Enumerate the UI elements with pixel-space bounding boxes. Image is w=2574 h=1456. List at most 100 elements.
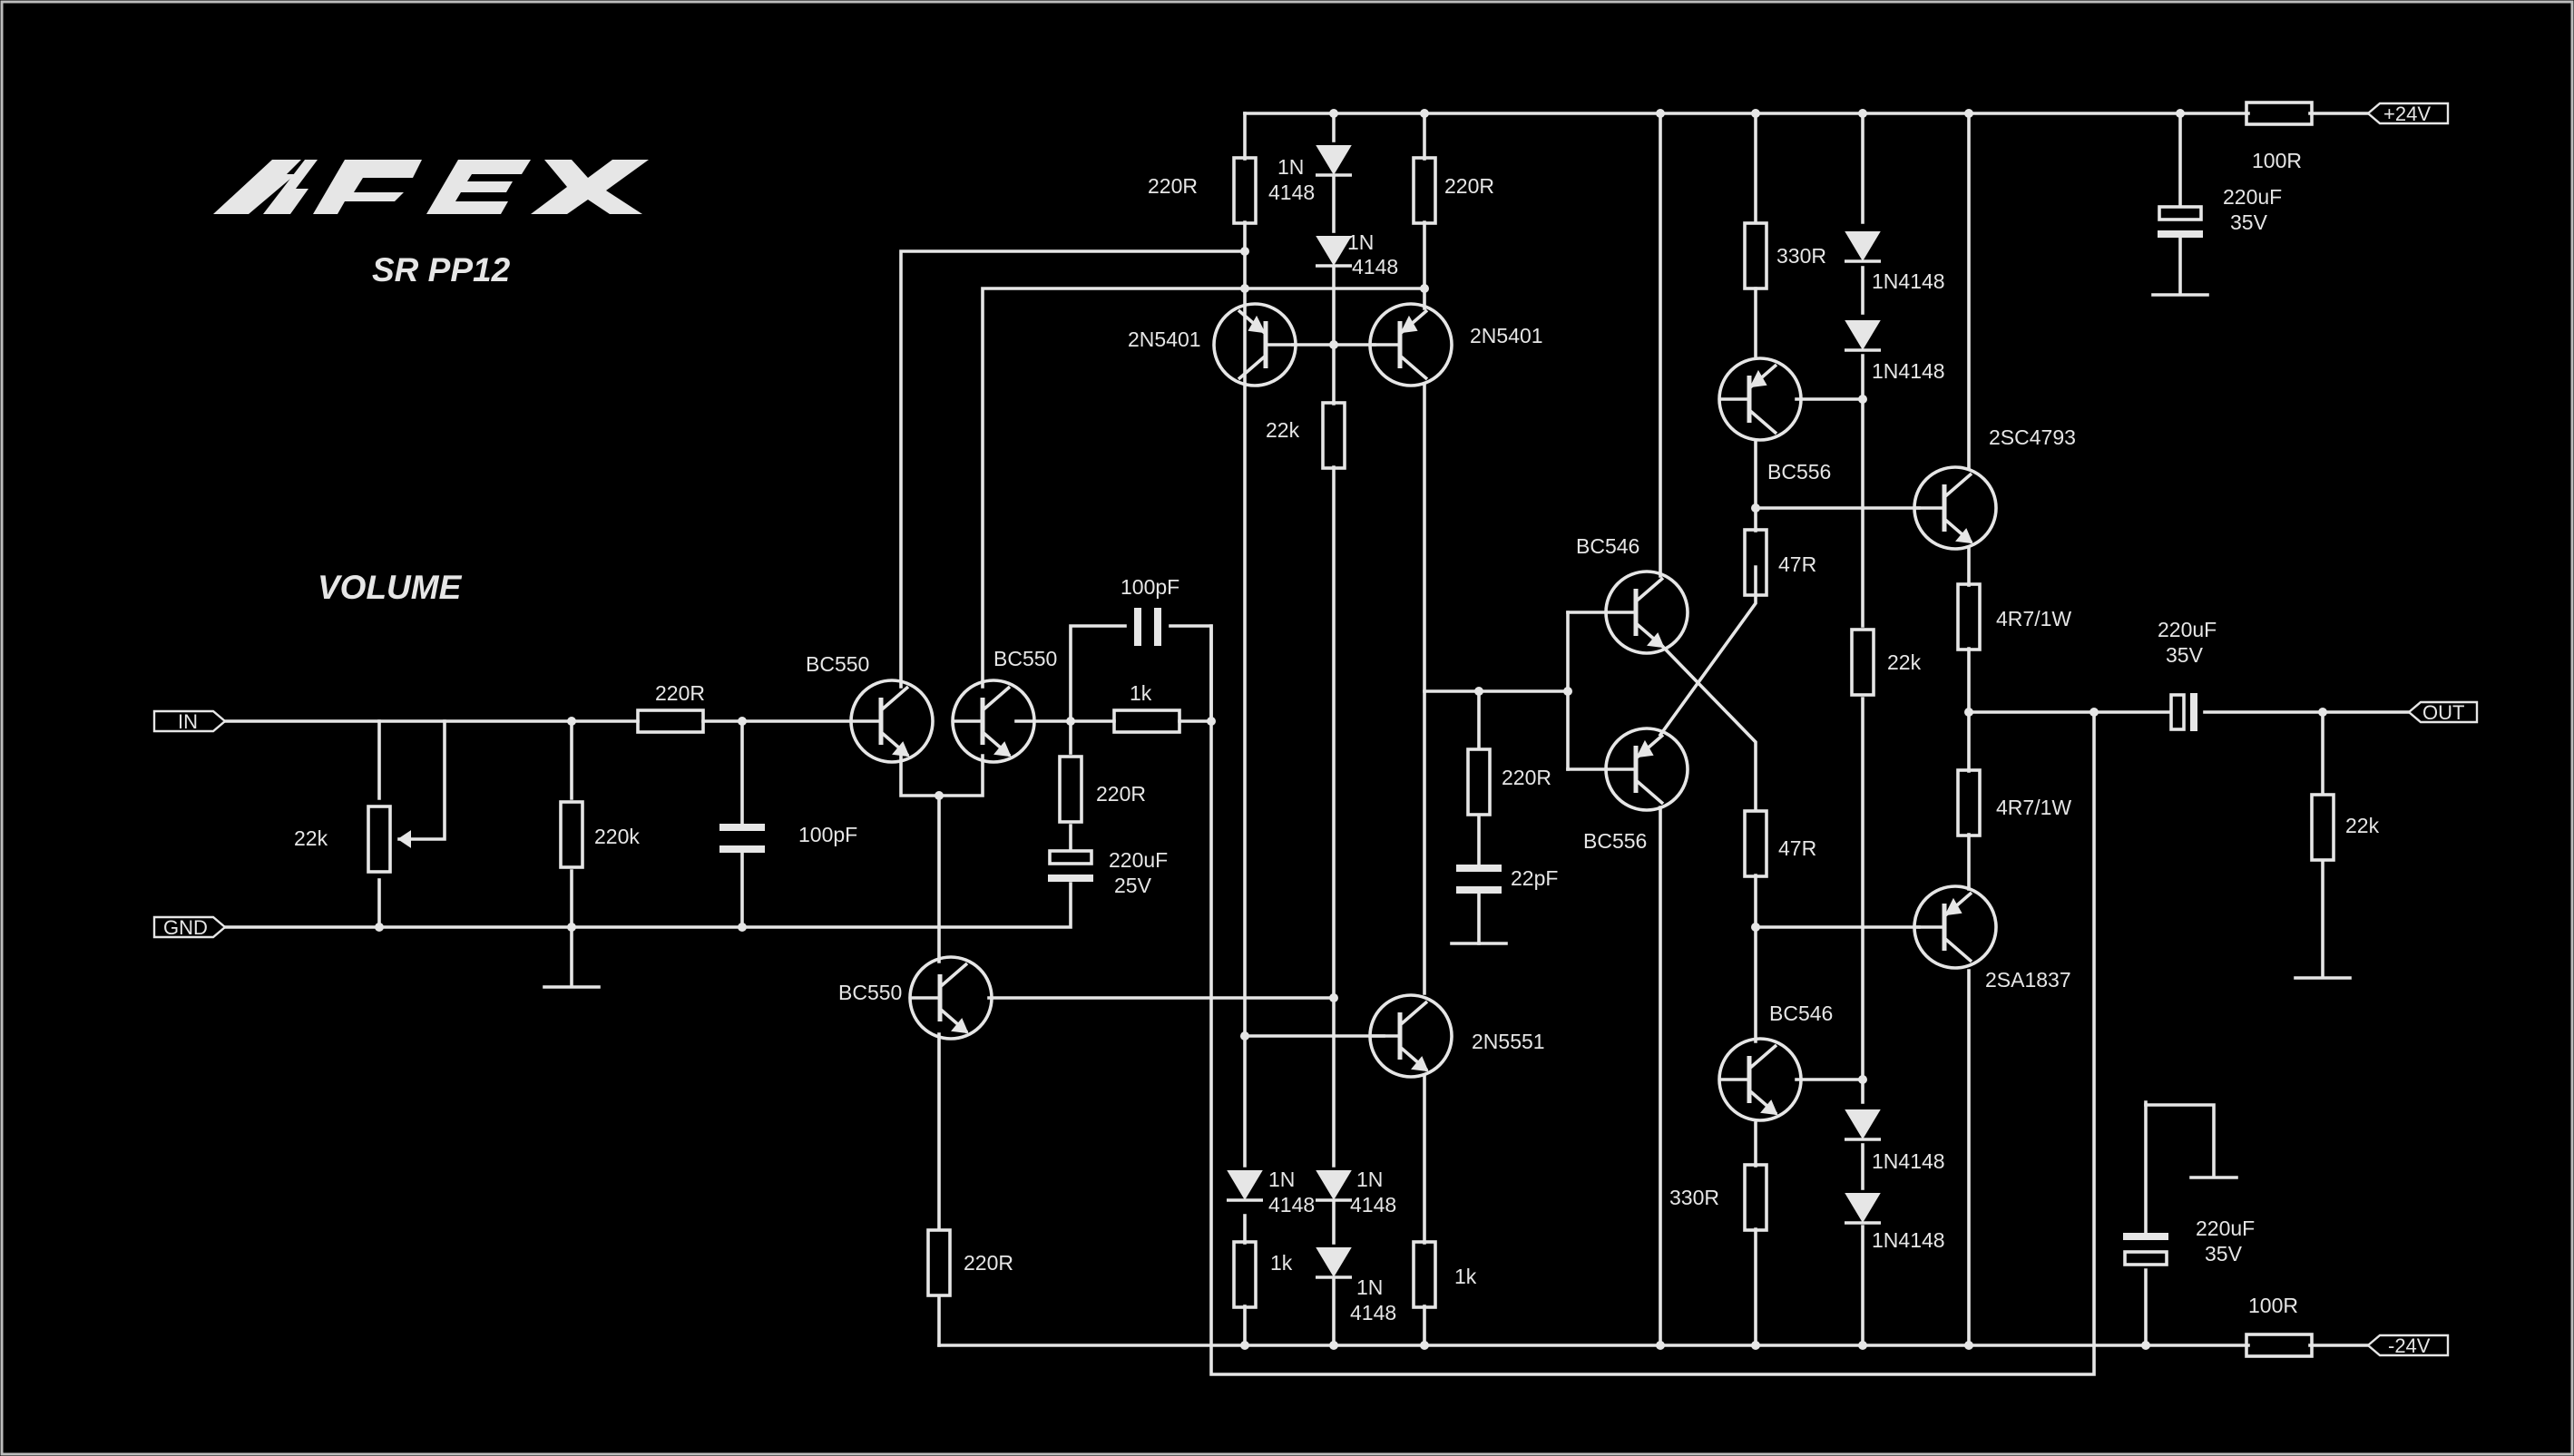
label-r-out-b: 4R7/1W [1996, 796, 2071, 819]
label-q7: BC546 [1576, 534, 1639, 558]
resistor-mid [1321, 401, 1346, 470]
label-d-bot-a-1: 1N [1268, 1168, 1295, 1191]
label-q4: 2N5401 [1128, 327, 1201, 351]
svg-text:OUT: OUT [2422, 701, 2464, 724]
label-d-top-a-1: 1N [1277, 155, 1304, 179]
label-d-top-a-2: 4148 [1268, 181, 1315, 204]
label-q1: BC550 [806, 652, 869, 676]
port-in: IN [152, 709, 227, 733]
resistor-top-left [1232, 156, 1258, 225]
transistor-q10 [1719, 1039, 1801, 1120]
resistor-vas [1466, 748, 1492, 816]
label-r-sup-b: 100R [2248, 1294, 2298, 1317]
label-d-bot-b-1: 1N [1356, 1168, 1383, 1191]
capacitor-vas [1456, 865, 1502, 894]
label-r-sup-t: 100R [2252, 149, 2302, 172]
label-r-in: 220R [655, 681, 705, 705]
resistor-feedback-ground [1058, 755, 1083, 824]
label-r-bot-l: 1k [1270, 1251, 1293, 1275]
label-r-47-b: 47R [1778, 836, 1816, 860]
label-c-sup-b-2: 35V [2205, 1242, 2243, 1265]
resistor-top-right [1412, 156, 1437, 225]
label-r-vb-t: 330R [1776, 244, 1826, 268]
label-d-r-3: 1N4148 [1872, 1149, 1945, 1173]
label-c-fb-e-2: 25V [1114, 874, 1152, 897]
label-r-vb-b: 330R [1669, 1186, 1719, 1209]
diode-bottom-c [1314, 1246, 1354, 1279]
label-pot: 22k [294, 826, 328, 850]
label-q6: 2N5551 [1472, 1030, 1545, 1053]
label-d-top-b-2: 4148 [1352, 255, 1398, 278]
port-vneg: -24V [2366, 1334, 2450, 1357]
label-r-47-t: 47R [1778, 552, 1816, 576]
resistor-bottom-left [1232, 1240, 1258, 1309]
label-r-bias: 220k [594, 825, 640, 848]
resistor-vbe-bottom [1743, 1163, 1768, 1232]
label-q12: 2SA1837 [1985, 968, 2071, 992]
label-c-sup-t-2: 35V [2230, 210, 2268, 234]
svg-text:GND: GND [163, 916, 208, 939]
volume-potentiometer [367, 805, 411, 874]
label-q5: 2N5401 [1470, 324, 1543, 347]
label-c-sup-t-1: 220uF [2223, 185, 2282, 209]
wiring [223, 112, 2411, 1376]
label-d-top-b-1: 1N [1347, 230, 1374, 254]
transistor-q8 [1606, 728, 1688, 810]
transistor-q11 [1914, 467, 1996, 549]
resistor-22k-vertical [1850, 628, 1875, 697]
capacitor-output [2169, 693, 2197, 731]
resistor-vbe-top [1743, 221, 1768, 290]
label-q2: BC550 [993, 647, 1057, 670]
label-d-bot-c-2: 4148 [1350, 1301, 1396, 1324]
label-c-fb-e-1: 220uF [1109, 848, 1168, 872]
resistor-bottom-right [1412, 1240, 1437, 1309]
resistor-bias [559, 800, 584, 869]
label-r-fb: 1k [1130, 681, 1152, 705]
label-r-vas: 220R [1502, 766, 1551, 789]
label-c-out-1: 220uF [2158, 618, 2217, 641]
junction-dots [375, 109, 2327, 1350]
port-vpos: +24V [2366, 102, 2450, 125]
label-c-vas: 22pF [1511, 866, 1558, 890]
label-r-q3e: 220R [964, 1251, 1013, 1275]
diode-right-2 [1843, 319, 1883, 352]
label-c-sup-b-1: 220uF [2196, 1217, 2255, 1240]
capacitor-supply-top [2158, 205, 2203, 238]
volume-label: VOLUME [318, 569, 463, 606]
label-q11: 2SC4793 [1989, 425, 2076, 449]
resistor-47r-bottom [1743, 809, 1768, 878]
label-r-top-l: 220R [1148, 174, 1198, 198]
label-r-load: 22k [2345, 814, 2380, 837]
label-c-fb-top: 100pF [1121, 575, 1179, 599]
component-labels: 22k 220R 220k 100pF BC550 BC550 BC550 10… [294, 149, 2380, 1324]
label-d-r-2: 1N4148 [1872, 359, 1945, 383]
diode-right-1 [1843, 230, 1883, 263]
svg-text:IN: IN [178, 710, 198, 733]
label-d-bot-a-2: 4148 [1268, 1193, 1315, 1217]
label-r-22k-v: 22k [1887, 650, 1922, 674]
label-d-bot-c-1: 1N [1356, 1275, 1383, 1299]
diode-top-b [1314, 235, 1354, 268]
label-q8: BC556 [1583, 829, 1647, 853]
resistor-output-top [1956, 582, 1982, 651]
port-out: OUT [2407, 700, 2479, 724]
capacitor-feedback-top [1134, 608, 1161, 646]
apex-logo [213, 160, 649, 214]
label-q3: BC550 [838, 981, 902, 1004]
capacitor-input [719, 824, 765, 853]
svg-text:+24V: +24V [2383, 103, 2431, 125]
label-r-mid: 22k [1266, 418, 1300, 442]
resistor-feedback [1112, 708, 1181, 734]
transistor-q9 [1719, 358, 1801, 440]
transistor-q4 [1214, 304, 1296, 386]
resistor-output-bottom [1956, 768, 1982, 837]
label-d-r-1: 1N4148 [1872, 269, 1945, 293]
capacitor-feedback-electrolytic [1048, 849, 1093, 882]
label-r-fb-gnd: 220R [1096, 782, 1146, 806]
port-gnd: GND [152, 915, 227, 939]
transistor-q5 [1370, 304, 1452, 386]
label-q9: BC556 [1767, 460, 1831, 484]
label-r-out-t: 4R7/1W [1996, 607, 2071, 630]
